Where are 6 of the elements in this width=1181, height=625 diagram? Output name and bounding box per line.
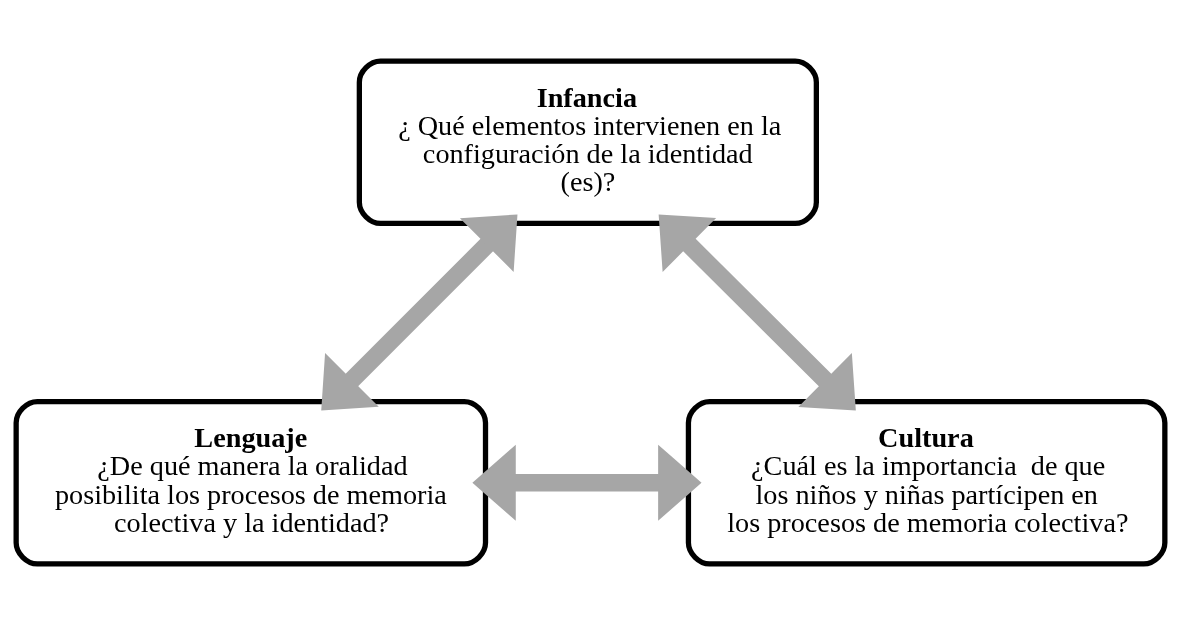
arrow [658, 214, 856, 411]
node-box: Lenguaje ¿De qué manera la oralidad posibilita los procesos de memoria colectiva y la identidad? [13, 398, 489, 567]
node-box: Cultura ¿Cuál es la importancia de que los niños y niñas partícipen en los procesos de memoria colectiva? [685, 398, 1168, 567]
arrow [472, 444, 702, 521]
arrow [321, 214, 518, 411]
node-box: Infancia ¿ Qué elementos intervienen en la configuración de la identidad (es)? [356, 58, 819, 227]
